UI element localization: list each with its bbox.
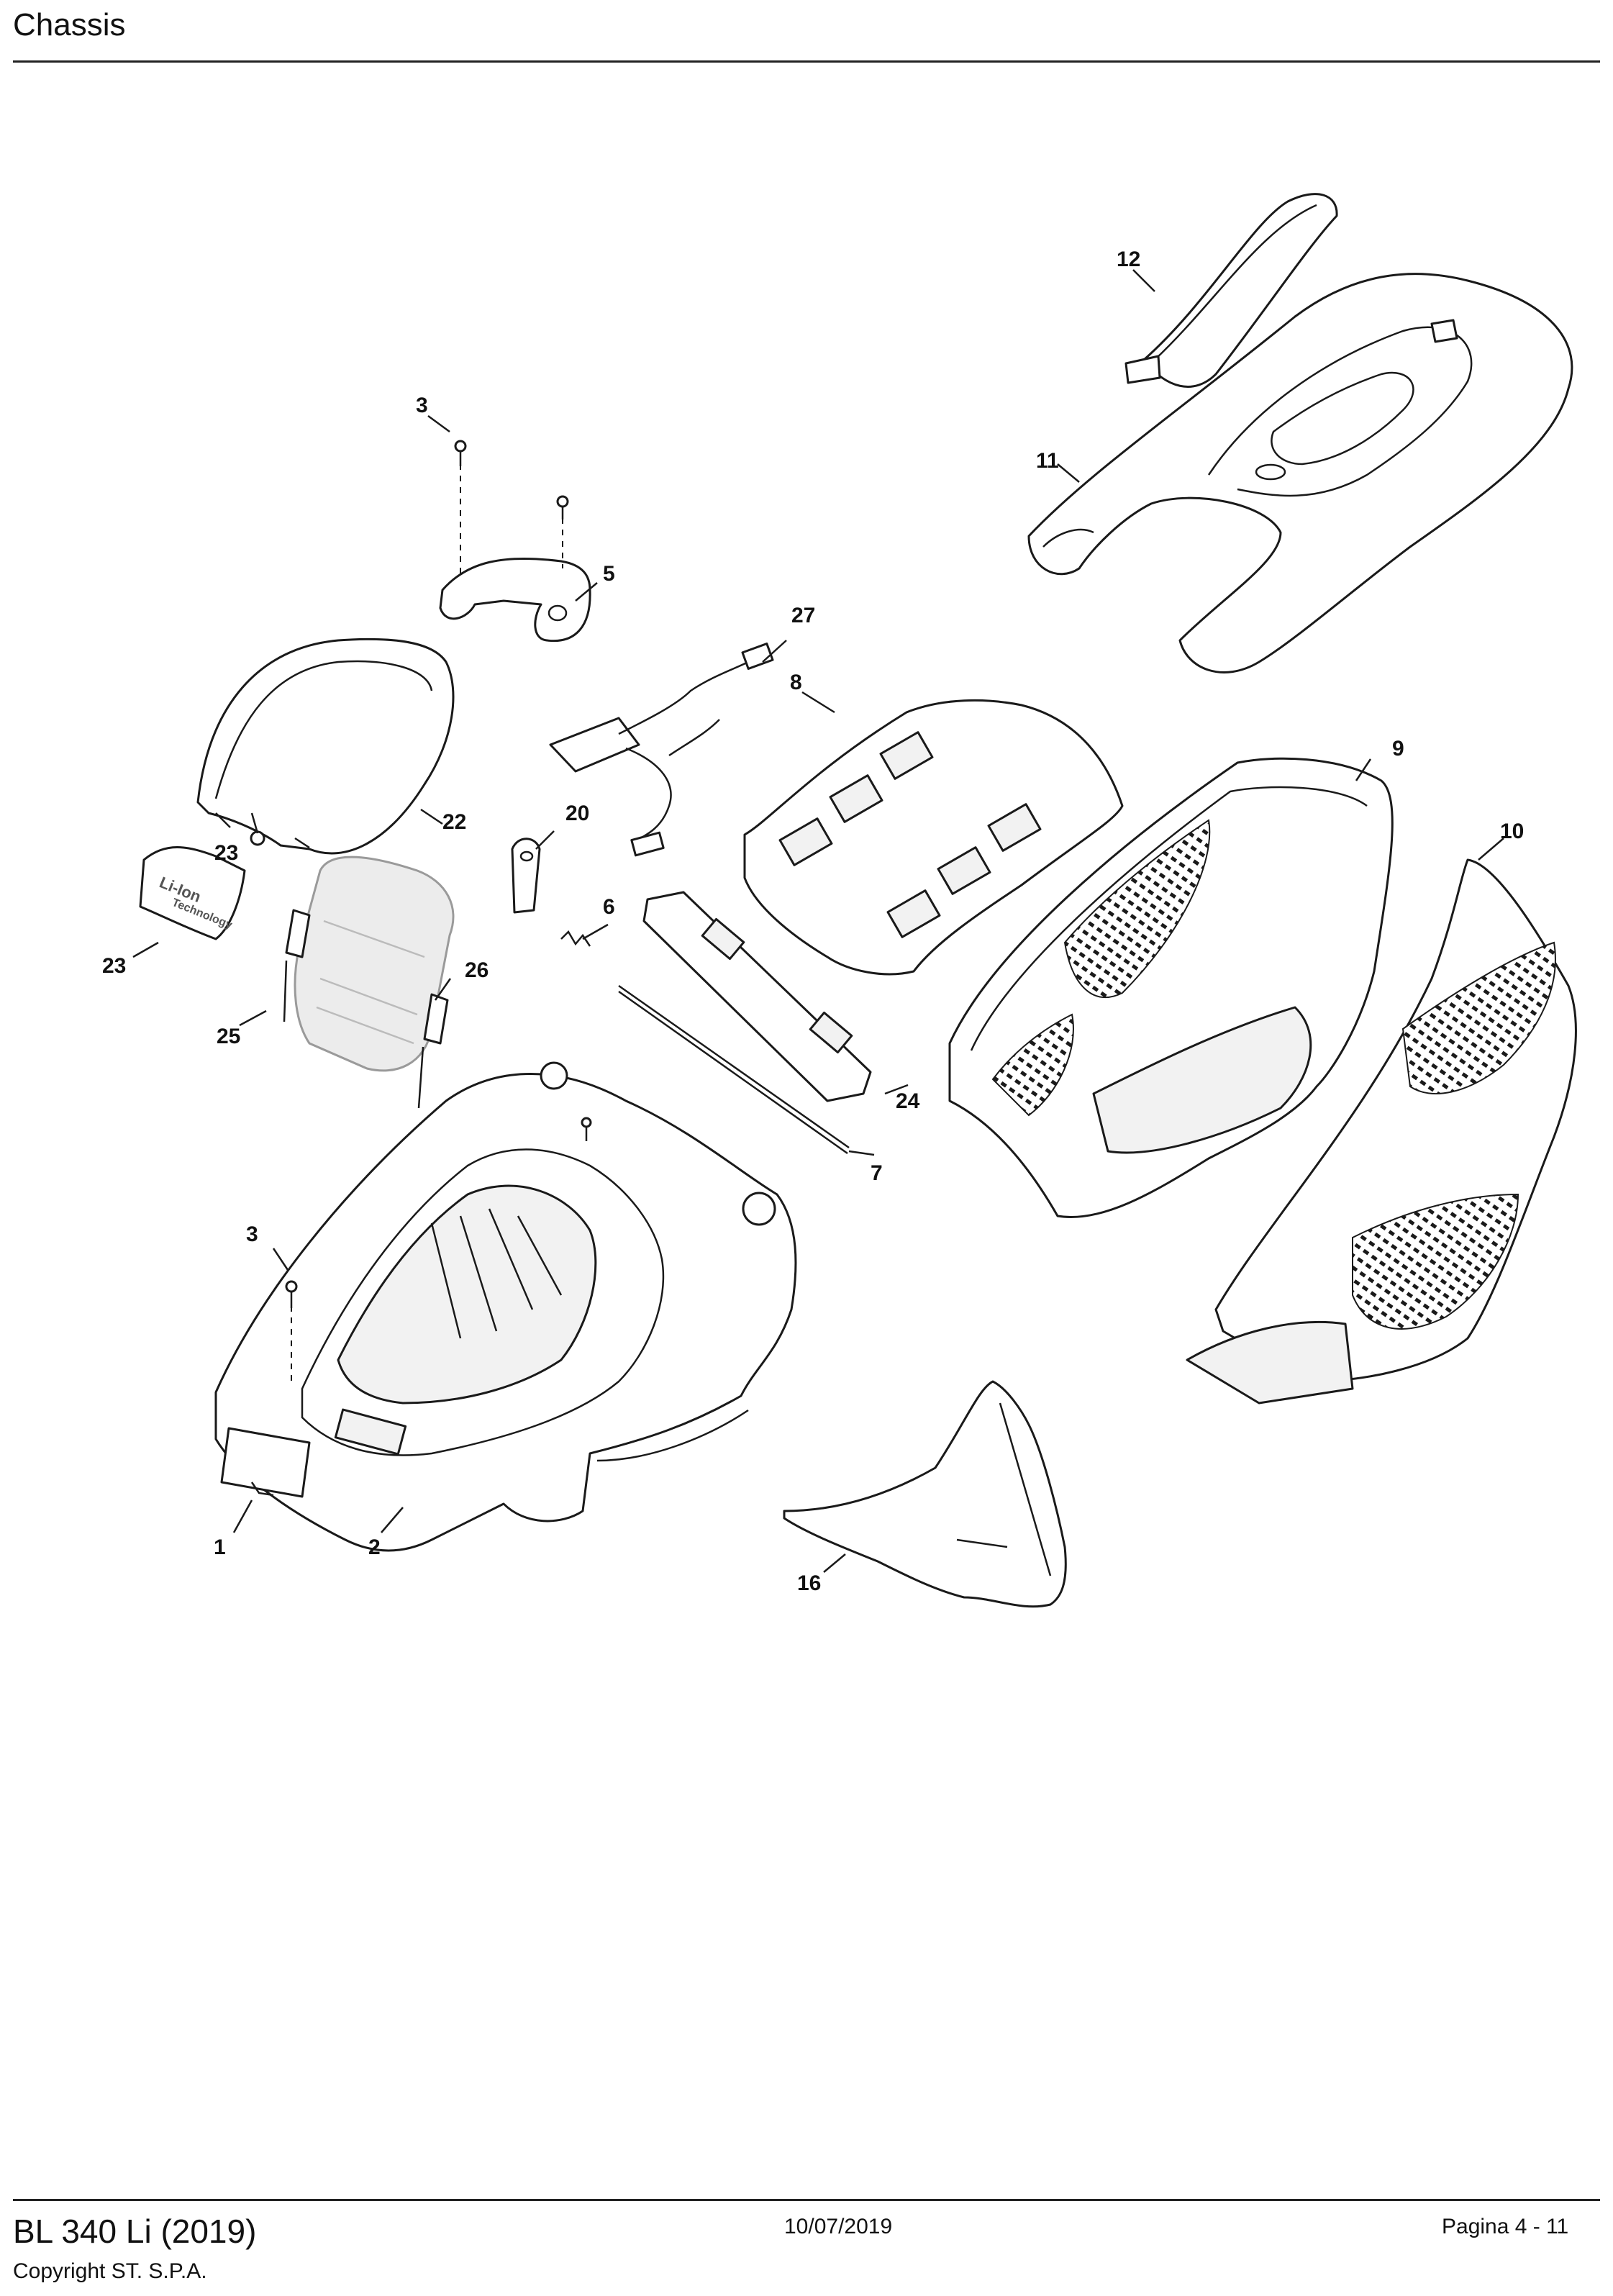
part-3-screw-top-a [454,440,467,466]
part-12-handle-grip [1124,193,1338,388]
part-9-grass-bag-frame [948,757,1394,1218]
callout-1: 1 [214,1535,226,1559]
page-title: Chassis [13,7,126,42]
header-rule [13,60,1600,63]
part-8-label-panel [743,699,1124,976]
footer-rule [13,2199,1600,2201]
part-22-battery-cover [196,637,455,855]
part-1-small-cover [220,1427,311,1498]
part-16-discharge-flap [783,1380,1067,1608]
callout-11: 11 [1036,449,1059,473]
callout-16: 16 [797,1571,821,1595]
part-23-nut [250,830,265,846]
callout-10: 10 [1500,820,1524,843]
footer-model: BL 340 Li (2019) [13,2213,257,2250]
footer-page-number: Pagina 4 - 11 [1442,2215,1569,2238]
callout-23: 23 [214,841,238,865]
callout-8: 8 [790,671,802,694]
callout-7: 7 [871,1161,883,1185]
part-26-latch-pin [417,993,449,1109]
callout-27: 27 [791,604,815,627]
callout-24: 24 [896,1089,920,1113]
callout-6: 6 [603,895,615,919]
part-3-screw-deck [285,1280,298,1308]
part-7-hinge-rod [618,984,850,1155]
callout-9: 9 [1392,737,1404,761]
exploded-parts-diagram: Li-Ion Technology [102,193,1577,1608]
callout-3-deck: 3 [246,1222,258,1246]
leader-lines [132,269,1504,1573]
callout-12: 12 [1117,248,1140,271]
part-6-spring [560,930,591,947]
callout-21: 23 [102,954,126,978]
part-11-top-cover [1027,273,1573,673]
callout-2: 2 [368,1535,381,1559]
callout-3-top: 3 [416,394,428,417]
part-2-chassis-deck [214,1061,797,1552]
callout-22: 22 [442,810,466,834]
footer-date: 10/07/2019 [784,2215,893,2238]
part-3-screw-deck-b [581,1117,592,1141]
part-3-screw-top-b [556,495,569,519]
footer-copyright: Copyright ST. S.P.A. [13,2259,207,2283]
part-20-safety-key [511,838,541,914]
part-27-wiring-harness [549,643,774,857]
part-10-grass-bag [1186,858,1577,1405]
part-24-hinge-bar [642,891,872,1102]
callout-5: 5 [603,562,615,586]
part-21-li-ion-badge: Li-Ion Technology [139,846,246,940]
callout-25: 25 [217,1025,240,1048]
callout-26: 26 [465,958,489,982]
callout-20: 20 [565,802,589,825]
part-5-carry-handle [439,557,591,643]
battery-pack-ghost [294,856,455,1072]
part-25-latch-pin [283,909,311,1022]
